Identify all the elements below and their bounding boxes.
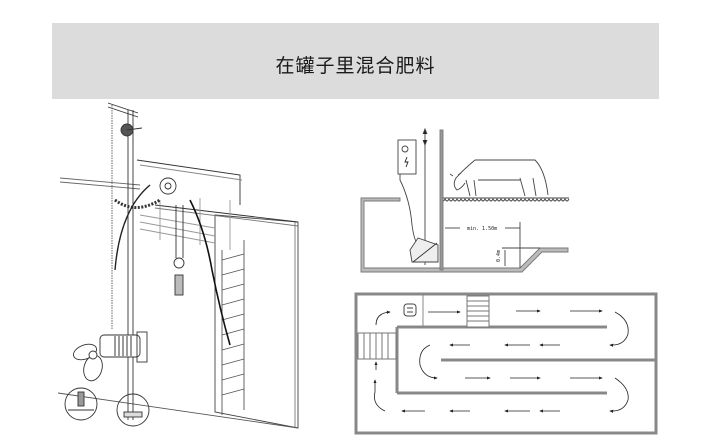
- anchor-detail-circle: [64, 387, 98, 421]
- mixer-motor: [99, 331, 148, 363]
- slatted-floor: [440, 197, 570, 202]
- tank-rim: [136, 159, 241, 205]
- dimension-depth-label: 0.4m: [496, 250, 502, 262]
- lightning-icon: [404, 156, 409, 168]
- section-mixer: [409, 237, 439, 263]
- cow-drawing: [449, 159, 549, 197]
- counterweight: [174, 274, 184, 296]
- gear-rack: [114, 198, 161, 209]
- propeller: [73, 343, 103, 382]
- dimension-width-label: min. 1.50m: [467, 226, 497, 232]
- ladder: [221, 240, 245, 415]
- guide-mast: [107, 102, 139, 420]
- plan-mixer-icon: [403, 303, 417, 317]
- flow-arrows: [373, 309, 629, 413]
- page-title: 在罐子里混合肥料: [275, 55, 436, 77]
- partition-wall: [439, 129, 444, 271]
- title-banner: 在罐子里混合肥料: [52, 23, 659, 99]
- base-detail-circle: [116, 393, 150, 427]
- power-cable: [189, 199, 231, 346]
- grate-top: [466, 295, 490, 328]
- pulley-wheel: [159, 177, 177, 195]
- grate-left: [357, 332, 397, 360]
- plan-outer-wall: [354, 292, 658, 435]
